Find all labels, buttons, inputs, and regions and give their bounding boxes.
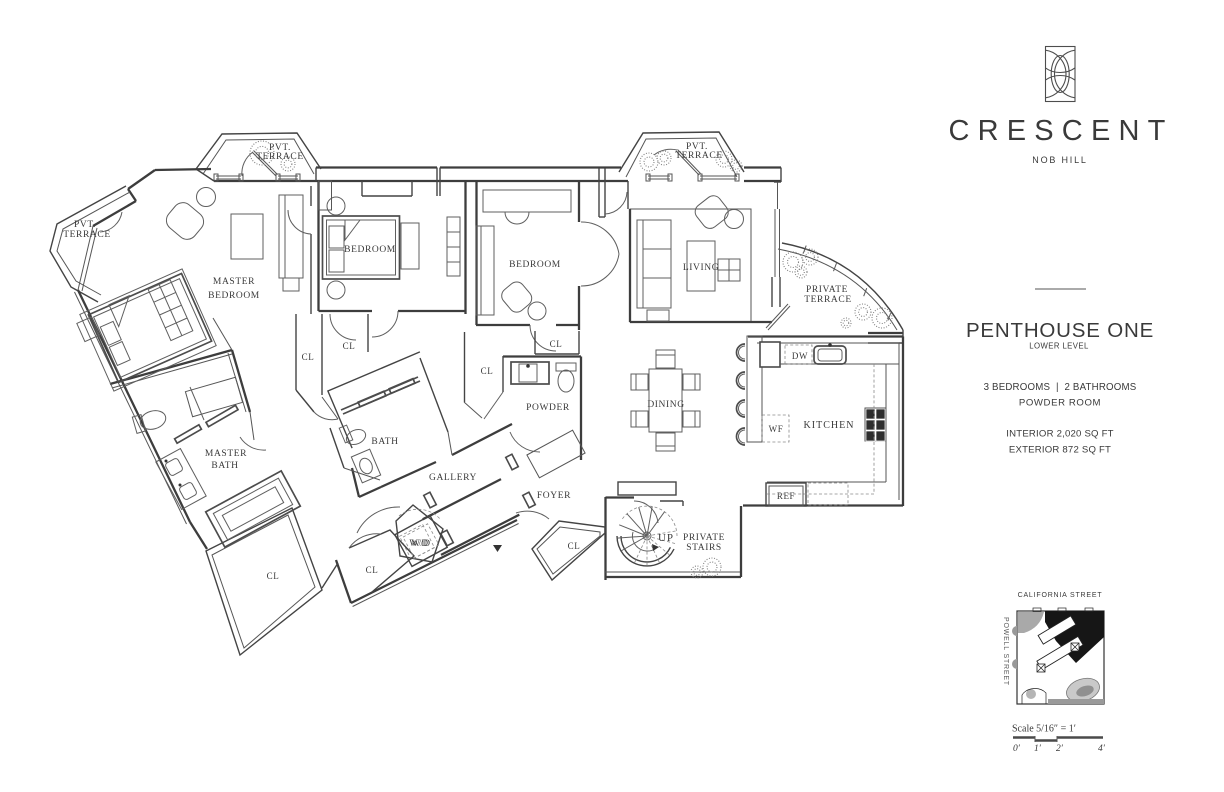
svg-text:BATH: BATH — [371, 437, 398, 447]
svg-text:BEDROOM: BEDROOM — [208, 291, 260, 301]
svg-text:POWDER: POWDER — [526, 403, 570, 413]
svg-text:POWELL STREET: POWELL STREET — [1002, 617, 1009, 686]
svg-text:UP: UP — [658, 532, 674, 544]
svg-text:0′: 0′ — [1013, 744, 1021, 754]
svg-text:CL: CL — [550, 339, 563, 349]
svg-text:EXTERIOR 872 SQ FT: EXTERIOR 872 SQ FT — [1009, 445, 1111, 456]
svg-text:MASTER: MASTER — [213, 277, 255, 287]
svg-text:BATH: BATH — [211, 461, 238, 471]
svg-text:CL: CL — [343, 341, 356, 351]
svg-text:NOB HILL: NOB HILL — [1032, 155, 1087, 165]
svg-text:TERRACE: TERRACE — [63, 230, 110, 240]
svg-text:POWDER ROOM: POWDER ROOM — [1019, 398, 1101, 409]
svg-text:REF: REF — [777, 491, 795, 501]
svg-text:DINING: DINING — [647, 400, 684, 410]
svg-text:3 BEDROOMS | 2 BATHROOMS: 3 BEDROOMS | 2 BATHROOMS — [984, 382, 1137, 393]
svg-text:CL: CL — [302, 352, 315, 362]
svg-text:2′: 2′ — [1056, 744, 1064, 754]
svg-text:4′: 4′ — [1098, 744, 1106, 754]
svg-text:GALLERY: GALLERY — [429, 473, 477, 483]
svg-text:PVT.: PVT. — [686, 142, 708, 152]
svg-text:KITCHEN: KITCHEN — [804, 420, 855, 431]
svg-text:W/D: W/D — [411, 538, 430, 548]
svg-text:PENTHOUSE ONE: PENTHOUSE ONE — [966, 319, 1154, 342]
svg-text:PVT.: PVT. — [269, 143, 291, 153]
svg-text:PRIVATE: PRIVATE — [683, 533, 725, 543]
svg-text:CL: CL — [267, 571, 280, 581]
svg-text:LOWER LEVEL: LOWER LEVEL — [1029, 342, 1089, 351]
svg-text:CRESCENT: CRESCENT — [948, 115, 1173, 147]
svg-text:CL: CL — [568, 541, 581, 551]
svg-text:PVT.: PVT. — [74, 220, 96, 230]
svg-text:BEDROOM: BEDROOM — [344, 245, 396, 255]
svg-text:CALIFORNIA STREET: CALIFORNIA STREET — [1018, 592, 1103, 599]
svg-text:CL: CL — [366, 565, 379, 575]
svg-text:STAIRS: STAIRS — [686, 543, 722, 553]
svg-text:1′: 1′ — [1034, 744, 1042, 754]
svg-text:LIVING: LIVING — [683, 263, 719, 273]
svg-text:TERRACE: TERRACE — [256, 152, 303, 162]
svg-text:TERRACE: TERRACE — [804, 295, 851, 305]
svg-text:W/D: W/D — [409, 538, 428, 548]
svg-text:FOYER: FOYER — [537, 491, 571, 501]
svg-text:MASTER: MASTER — [205, 449, 247, 459]
svg-text:INTERIOR 2,020 SQ FT: INTERIOR 2,020 SQ FT — [1006, 429, 1113, 440]
svg-text:DW: DW — [792, 351, 808, 361]
svg-text:WF: WF — [769, 424, 784, 434]
svg-text:Scale 5/16″ = 1′: Scale 5/16″ = 1′ — [1012, 724, 1076, 735]
svg-text:CL: CL — [481, 366, 494, 376]
svg-text:TERRACE: TERRACE — [675, 151, 722, 161]
svg-text:PRIVATE: PRIVATE — [806, 285, 848, 295]
svg-text:BEDROOM: BEDROOM — [509, 260, 561, 270]
